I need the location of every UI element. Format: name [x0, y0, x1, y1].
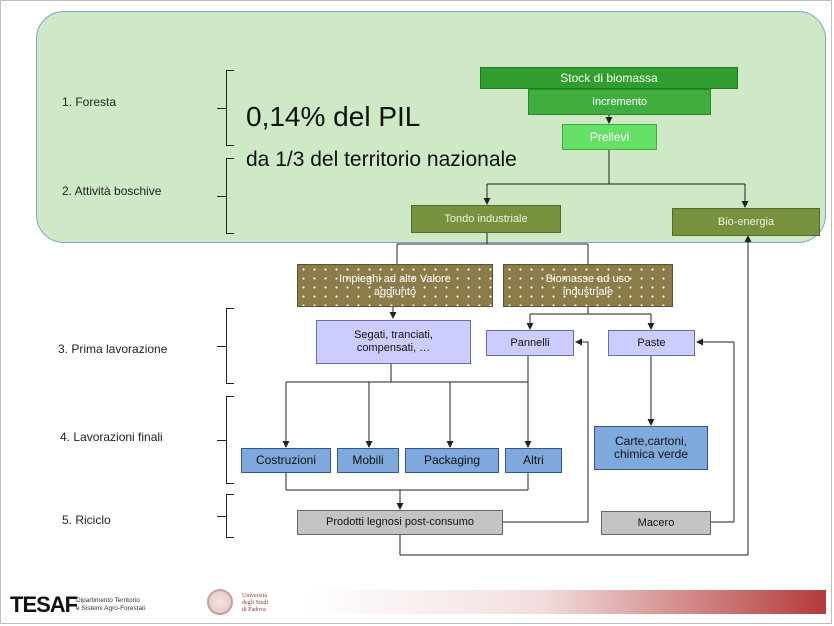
- node-macero: Macero: [601, 511, 711, 535]
- tesaf-logo: TESAF: [10, 592, 78, 617]
- node-costruzioni: Costruzioni: [241, 448, 331, 473]
- section-label-attivita-boschive: 2. Attività boschive: [62, 184, 162, 198]
- university-line-2: degli Studi: [242, 600, 269, 606]
- subheadline-territorio: da 1/3 del territorio nazionale: [246, 148, 517, 171]
- department-line-1: Dipartimento Territorio: [76, 597, 140, 604]
- node-stock-di-biomassa: Stock di biomassa: [480, 67, 738, 89]
- node-prodotti-post-consumo: Prodotti legnosi post-consumo: [297, 510, 503, 535]
- headline-pil: 0,14% del PIL: [246, 101, 421, 132]
- bracket-riciclo: [217, 494, 234, 538]
- section-label-riciclo: 5. Riciclo: [62, 513, 111, 527]
- node-paste: Paste: [608, 330, 695, 356]
- node-tondo-industriale: Tondo industriale: [411, 205, 561, 233]
- node-carte-cartoni: Carte,cartoni, chimica verde: [594, 426, 708, 470]
- node-segati-tranciati: Segati, tranciati, compensati, …: [316, 320, 471, 364]
- university-seal-icon: [207, 589, 233, 615]
- footer-accent-bar: [306, 590, 826, 614]
- bracket-attivita-boschive: [217, 158, 234, 234]
- node-packaging: Packaging: [405, 448, 499, 473]
- university-line-3: di Padova: [242, 607, 266, 613]
- node-biomasse-uso-industriale: Biomasse ad uso industriale: [503, 264, 673, 307]
- node-mobili: Mobili: [337, 448, 399, 473]
- section-label-prima-lavorazione: 3. Prima lavorazione: [58, 342, 168, 356]
- department-name: Dipartimento Territorio e Sistemi Agro-F…: [76, 597, 145, 612]
- bracket-foresta: [217, 70, 234, 146]
- university-line-1: Università: [242, 593, 267, 599]
- node-impieghi-alto-valore: Impieghi ad alto Valore aggiunto: [297, 264, 493, 307]
- bracket-prima-lavorazione: [217, 308, 234, 384]
- section-label-lavorazioni-finali: 4. Lavorazioni finali: [60, 430, 163, 444]
- node-bio-energia: Bio-energia: [672, 208, 820, 236]
- node-pannelli: Pannelli: [486, 330, 574, 356]
- university-name: Università degli Studi di Padova: [242, 593, 268, 614]
- node-prelievi: Prelievi: [562, 124, 657, 150]
- department-line-2: e Sistemi Agro-Forestali: [76, 604, 145, 612]
- section-label-foresta: 1. Foresta: [62, 95, 117, 109]
- forest-panel: [36, 11, 826, 243]
- node-incremento: Incremento: [528, 89, 711, 115]
- bracket-lavorazioni-finali: [217, 396, 234, 484]
- node-altri: Altri: [505, 448, 562, 473]
